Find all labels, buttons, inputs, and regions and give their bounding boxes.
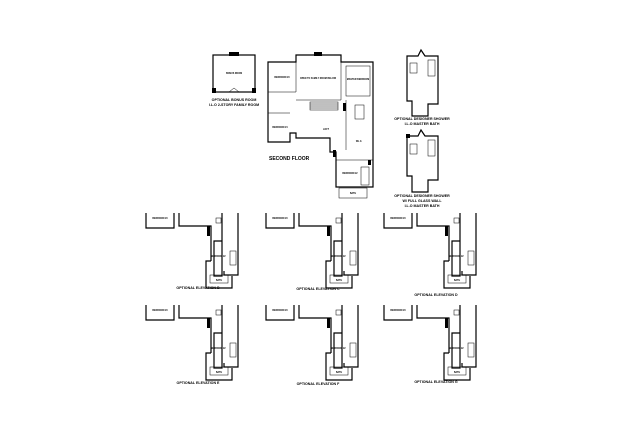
room-label-bath: BATH <box>454 371 461 374</box>
room-label-bath: BATH <box>216 279 223 282</box>
bonus-room-plan: BONUS ROOM OPTIONAL BONUS ROOM I.L.O 2-S… <box>209 52 259 107</box>
room-label-bedroom4: BEDROOM #4 <box>272 126 288 129</box>
caption-shower-1-sub: I.L.O MASTER BATH <box>405 122 440 126</box>
elevation-plan-e: BEDROOM #3 BEDROOM #2 BATH OPTIONAL ELEVATI… <box>145 305 239 385</box>
room-label-loft: LOFT <box>323 129 330 131</box>
room-label-bath: BATH <box>336 371 343 374</box>
room-label-bedroom2: BEDROOM #2 <box>342 173 358 175</box>
caption-shower-1: OPTIONAL DESIGNER SHOWER <box>394 117 450 121</box>
caption-elevation-c: OPTIONAL ELEVATION C <box>296 287 340 291</box>
elevation-plan-b: BEDROOM #3 BEDROOM #2 BATH OPTIONAL ELEVATI… <box>145 213 239 290</box>
caption-shower-2-sub2: I.L.O MASTER BATH <box>405 204 440 208</box>
room-label-wic: W.I.C. <box>356 141 363 143</box>
second-floor-plan: BEDROOM #3 OPEN TO FAMILY ROOM BELOW MAS… <box>267 52 374 199</box>
caption-elevation-b: OPTIONAL ELEVATION B <box>176 286 220 290</box>
elevation-plan-f: BEDROOM #3 BEDROOM #2 BATH OPTIONAL ELEVATI… <box>265 305 359 386</box>
room-label-bedroom3: BEDROOM #3 <box>390 310 406 312</box>
room-label-bedroom3: BEDROOM #3 <box>152 310 168 312</box>
caption-bonus-room: OPTIONAL BONUS ROOM <box>212 98 257 102</box>
room-label-bath: BATH <box>216 371 223 374</box>
room-label-bath: BATH <box>350 192 357 195</box>
elevation-plan-c: BEDROOM #3 BEDROOM #2 BATH OPTIONAL ELEVATI… <box>265 213 359 291</box>
elevation-plan-d: BEDROOM #3 BEDROOM #2 BATH OPTIONAL ELEVATI… <box>383 213 477 297</box>
caption-bonus-room-sub: I.L.O 2-STORY FAMILY ROOM <box>209 103 259 107</box>
room-label-bedroom2: BEDROOM #2 <box>210 256 226 258</box>
room-label-bedroom3: BEDROOM #3 <box>152 218 168 220</box>
caption-elevation-f: OPTIONAL ELEVATION F <box>297 382 341 386</box>
designer-shower-plan-2: OPTIONAL DESIGNER SHOWER W/ FULL GLASS W… <box>394 128 450 208</box>
elevation-plan-g: BEDROOM #3 BEDROOM #2 BATH OPTIONAL ELEVATI… <box>383 305 477 384</box>
room-label-bath: BATH <box>454 279 461 282</box>
room-label-bedroom3: BEDROOM #3 <box>272 310 288 312</box>
room-label-bedroom2: BEDROOM #2 <box>210 348 226 350</box>
room-label-master: MASTER BEDROOM <box>347 78 369 81</box>
room-label-bedroom2: BEDROOM #2 <box>330 348 346 350</box>
room-label-bedroom2: BEDROOM #2 <box>448 348 464 350</box>
caption-elevation-e: OPTIONAL ELEVATION E <box>177 381 221 385</box>
room-label-bedroom2: BEDROOM #2 <box>330 256 346 258</box>
caption-elevation-g: OPTIONAL ELEVATION G <box>414 380 458 384</box>
elevation-plans: BEDROOM #3 BEDROOM #2 BATH OPTIONAL ELEVATI… <box>145 213 477 386</box>
room-label-open-family: OPEN TO FAMILY ROOM BELOW <box>300 77 337 80</box>
room-label-bedroom3: BEDROOM #3 <box>272 218 288 220</box>
room-label-bedroom2: BEDROOM #2 <box>448 256 464 258</box>
caption-shower-2-sub1: W/ FULL GLASS WALL <box>402 199 442 203</box>
room-label-bedroom3: BEDROOM #3 <box>274 77 290 79</box>
room-label-bath: BATH <box>336 279 343 282</box>
caption-second-floor: SECOND FLOOR <box>269 156 310 162</box>
room-label-bedroom3: BEDROOM #3 <box>390 218 406 220</box>
caption-shower-2: OPTIONAL DESIGNER SHOWER <box>394 194 450 198</box>
room-label-bonus: BONUS ROOM <box>226 73 242 75</box>
caption-elevation-d: OPTIONAL ELEVATION D <box>414 293 458 297</box>
designer-shower-plan-1: OPTIONAL DESIGNER SHOWER I.L.O MASTER BA… <box>394 48 450 126</box>
